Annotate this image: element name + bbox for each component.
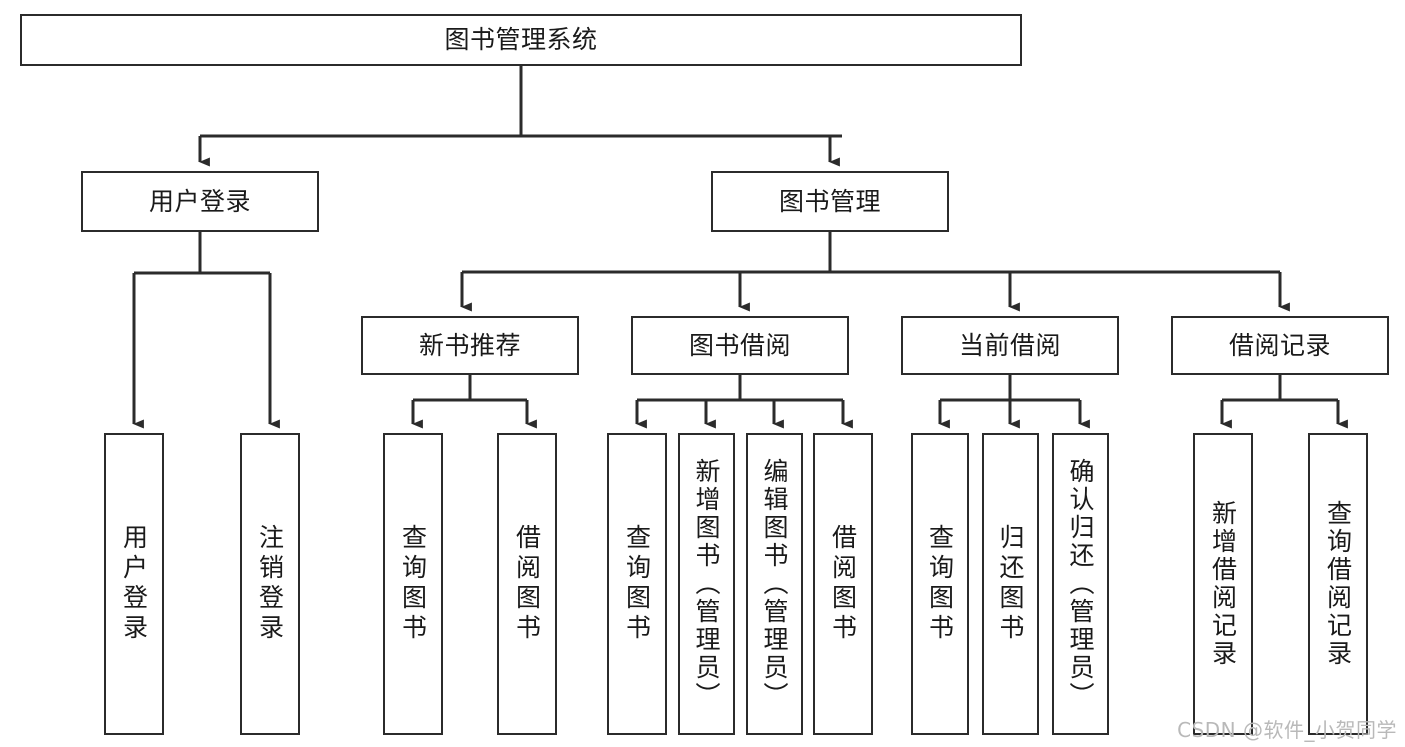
node-borrowing-records[interactable]: 借阅记录 [1171,316,1389,375]
node-label: 查询图书 [398,524,428,644]
node-new-book-recommendation[interactable]: 新书推荐 [361,316,579,375]
node-label: 用户登录 [148,186,251,216]
node-label: 图书借阅 [688,330,791,360]
node-leaf-confirm-return-admin[interactable]: 确认归还（管理员） [1052,433,1109,735]
csdn-watermark: CSDN @软件_小贺同学 [1177,718,1397,742]
node-book-management[interactable]: 图书管理 [711,171,949,232]
node-leaf-return-books[interactable]: 归还图书 [982,433,1039,735]
node-leaf-user-login[interactable]: 用户登录 [104,433,164,735]
node-label: 新书推荐 [418,330,521,360]
node-root-book-management-system[interactable]: 图书管理系统 [20,14,1022,66]
node-label: 查询借阅记录 [1323,500,1353,668]
node-leaf-add-borrow-record[interactable]: 新增借阅记录 [1193,433,1253,735]
node-leaf-query-books-borrowing[interactable]: 查询图书 [607,433,667,735]
node-current-borrowing[interactable]: 当前借阅 [901,316,1119,375]
node-user-login[interactable]: 用户登录 [81,171,319,232]
node-leaf-add-book-admin[interactable]: 新增图书（管理员） [678,433,735,735]
node-label: 借阅图书 [828,524,858,644]
node-label: 新增借阅记录 [1208,500,1238,668]
node-label: 查询图书 [622,524,652,644]
node-leaf-edit-book-admin[interactable]: 编辑图书（管理员） [746,433,803,735]
node-leaf-query-books-recommend[interactable]: 查询图书 [383,433,443,735]
node-label: 编辑图书（管理员） [760,458,789,710]
node-label: 图书管理系统 [444,25,598,55]
node-label: 查询图书 [925,524,955,644]
node-label: 图书管理 [778,186,881,216]
node-leaf-query-borrow-record[interactable]: 查询借阅记录 [1308,433,1368,735]
node-book-borrowing[interactable]: 图书借阅 [631,316,849,375]
node-label: 新增图书（管理员） [692,458,721,710]
node-label: 当前借阅 [958,330,1061,360]
node-label: 用户登录 [119,524,149,644]
node-label: 注销登录 [255,524,285,644]
node-label: 确认归还（管理员） [1066,458,1095,710]
node-leaf-query-books-current[interactable]: 查询图书 [911,433,969,735]
node-leaf-borrow-books-borrowing[interactable]: 借阅图书 [813,433,873,735]
node-leaf-borrow-books-recommend[interactable]: 借阅图书 [497,433,557,735]
node-label: 借阅图书 [512,524,542,644]
node-leaf-logout[interactable]: 注销登录 [240,433,300,735]
node-label: 归还图书 [996,524,1025,644]
node-label: 借阅记录 [1228,330,1331,360]
